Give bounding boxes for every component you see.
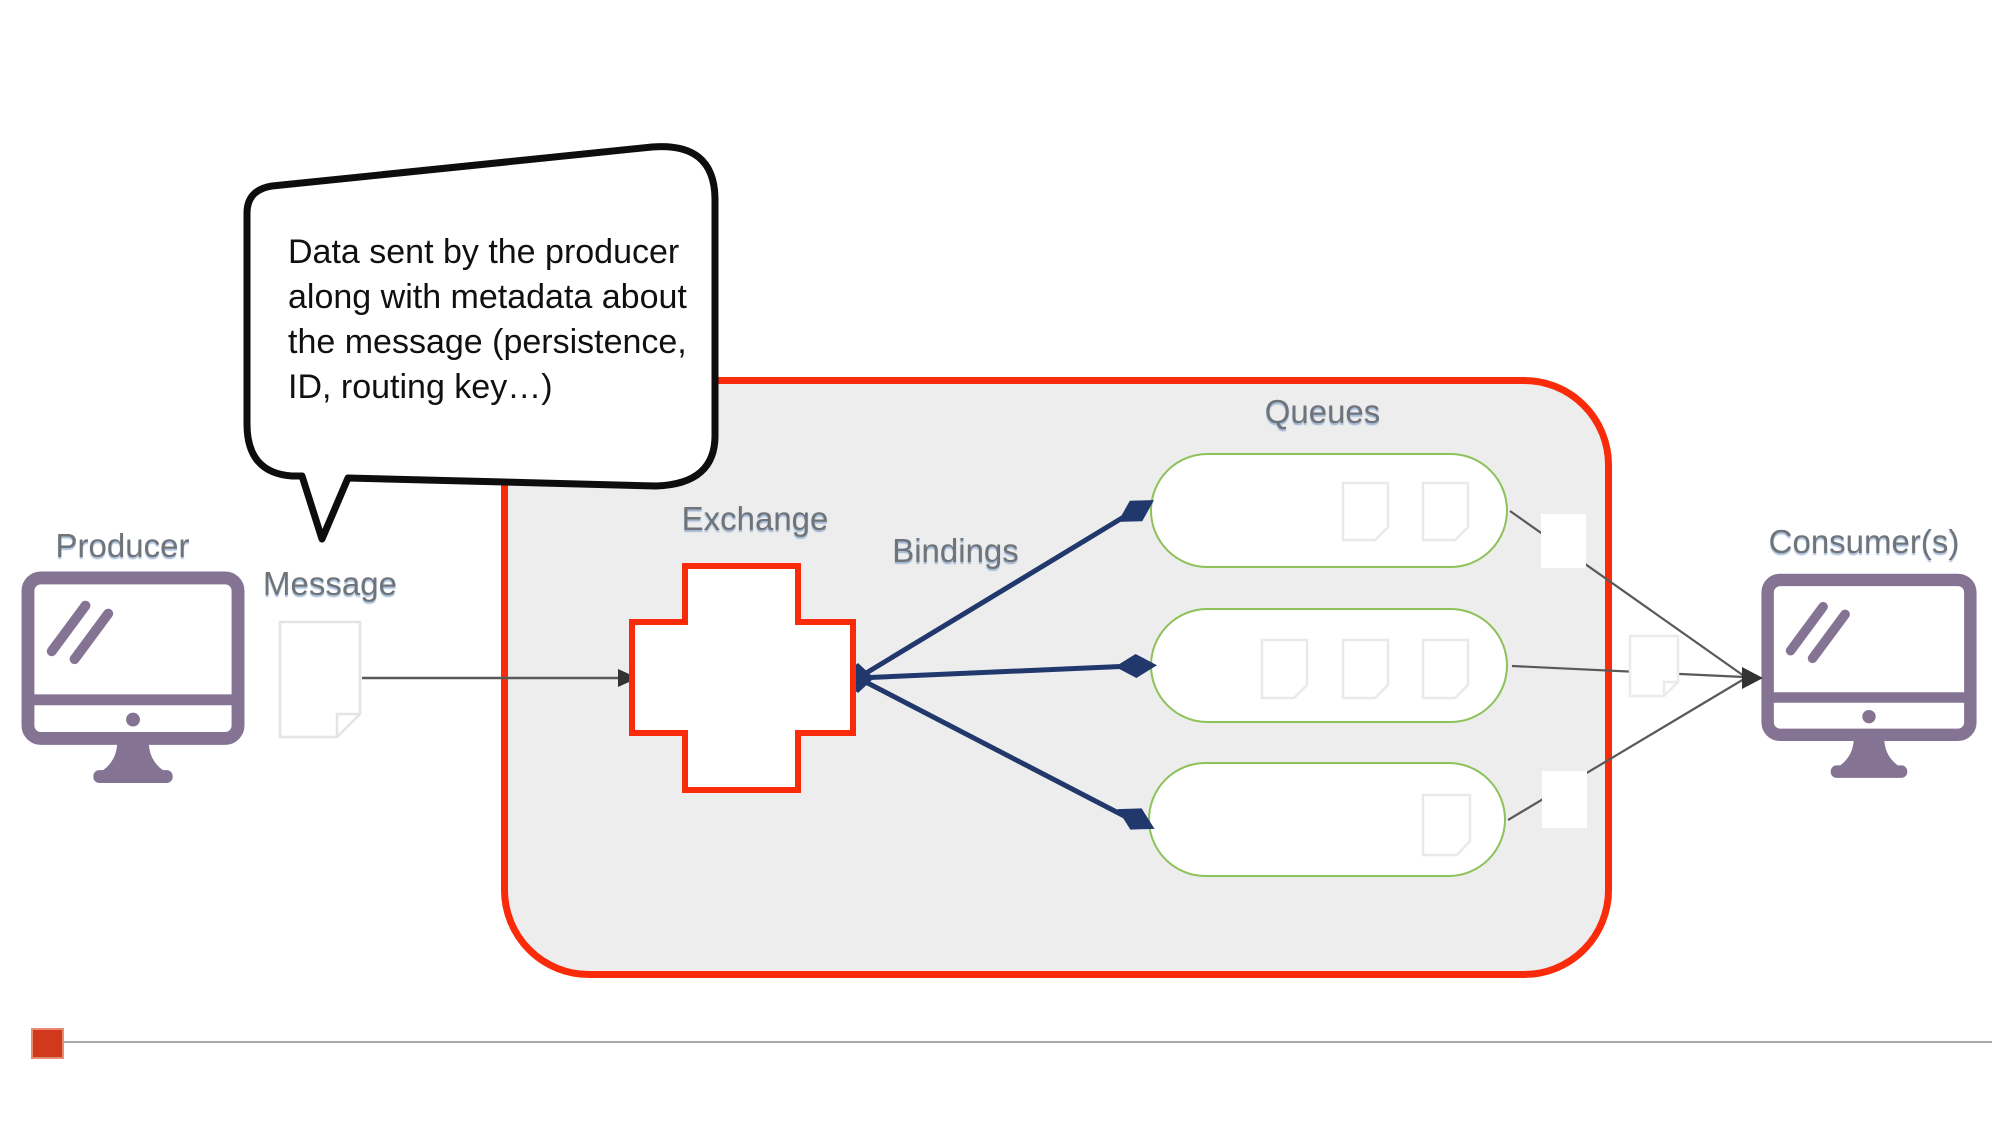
queue-pill-2: [1150, 608, 1508, 723]
accent-square: [31, 1028, 64, 1059]
transit-document-icon: [1628, 634, 1680, 698]
message-label: Message: [263, 565, 397, 602]
callout-text: Data sent by the producer along with met…: [288, 233, 687, 406]
producer-label: Producer: [55, 527, 190, 564]
queue-pill-1: [1150, 453, 1508, 568]
consumers-label: Consumer(s): [1768, 523, 1960, 560]
queue-pill-3: [1148, 762, 1506, 877]
producer-monitor-icon: [20, 570, 246, 786]
message-document-icon: [278, 620, 362, 739]
consumer-monitor-icon: [1760, 572, 1978, 781]
queues-label: Queues: [1264, 393, 1381, 430]
bindings-label: Bindings: [892, 532, 1019, 569]
footer-rule: [64, 1041, 1992, 1043]
exchange-label: Exchange: [681, 500, 829, 537]
